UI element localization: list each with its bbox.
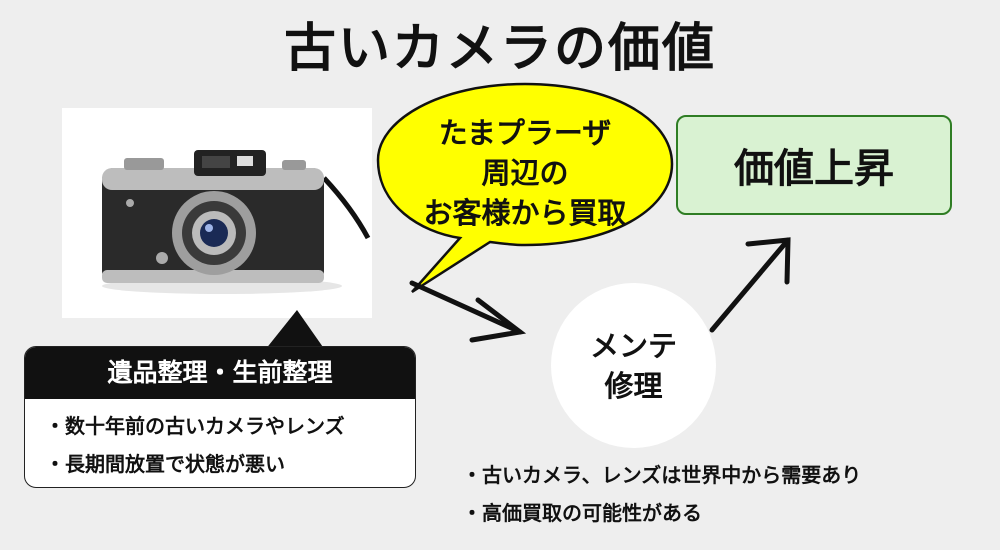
list-item: 古いカメラ、レンズは世界中から需要あり [462, 456, 861, 494]
arrow-down-right-icon [409, 280, 527, 343]
vintage-camera-photo [62, 108, 372, 318]
list-item: 高価買取の可能性がある [462, 494, 861, 532]
arrow-up-right-icon [709, 237, 791, 333]
list-item: 数十年前の古いカメラやレンズ [45, 407, 415, 445]
maintenance-circle: メンテ 修理 [551, 283, 716, 448]
list-item: 長期間放置で状態が悪い [45, 445, 415, 483]
value-up-box: 価値上昇 [676, 115, 952, 215]
estate-cleanup-list: 数十年前の古いカメラやレンズ 長期間放置で状態が悪い [25, 399, 415, 483]
camera-photo [62, 108, 372, 318]
bubble-line: 周辺の [481, 156, 569, 190]
estate-cleanup-heading: 遺品整理・生前整理 [25, 347, 415, 399]
maintenance-line: メンテ [589, 328, 677, 363]
bubble-line: たまプラーザ [438, 116, 612, 150]
demand-list: 古いカメラ、レンズは世界中から需要あり 高価買取の可能性がある [462, 456, 861, 532]
bubble-line: お客様から買取 [423, 196, 627, 230]
bubble-text: たまプラーザ 周辺の お客様から買取 [390, 113, 660, 233]
estate-cleanup-box: 遺品整理・生前整理 数十年前の古いカメラやレンズ 長期間放置で状態が悪い [24, 346, 416, 488]
page-title: 古いカメラの価値 [283, 19, 716, 79]
maintenance-line: 修理 [604, 368, 663, 403]
